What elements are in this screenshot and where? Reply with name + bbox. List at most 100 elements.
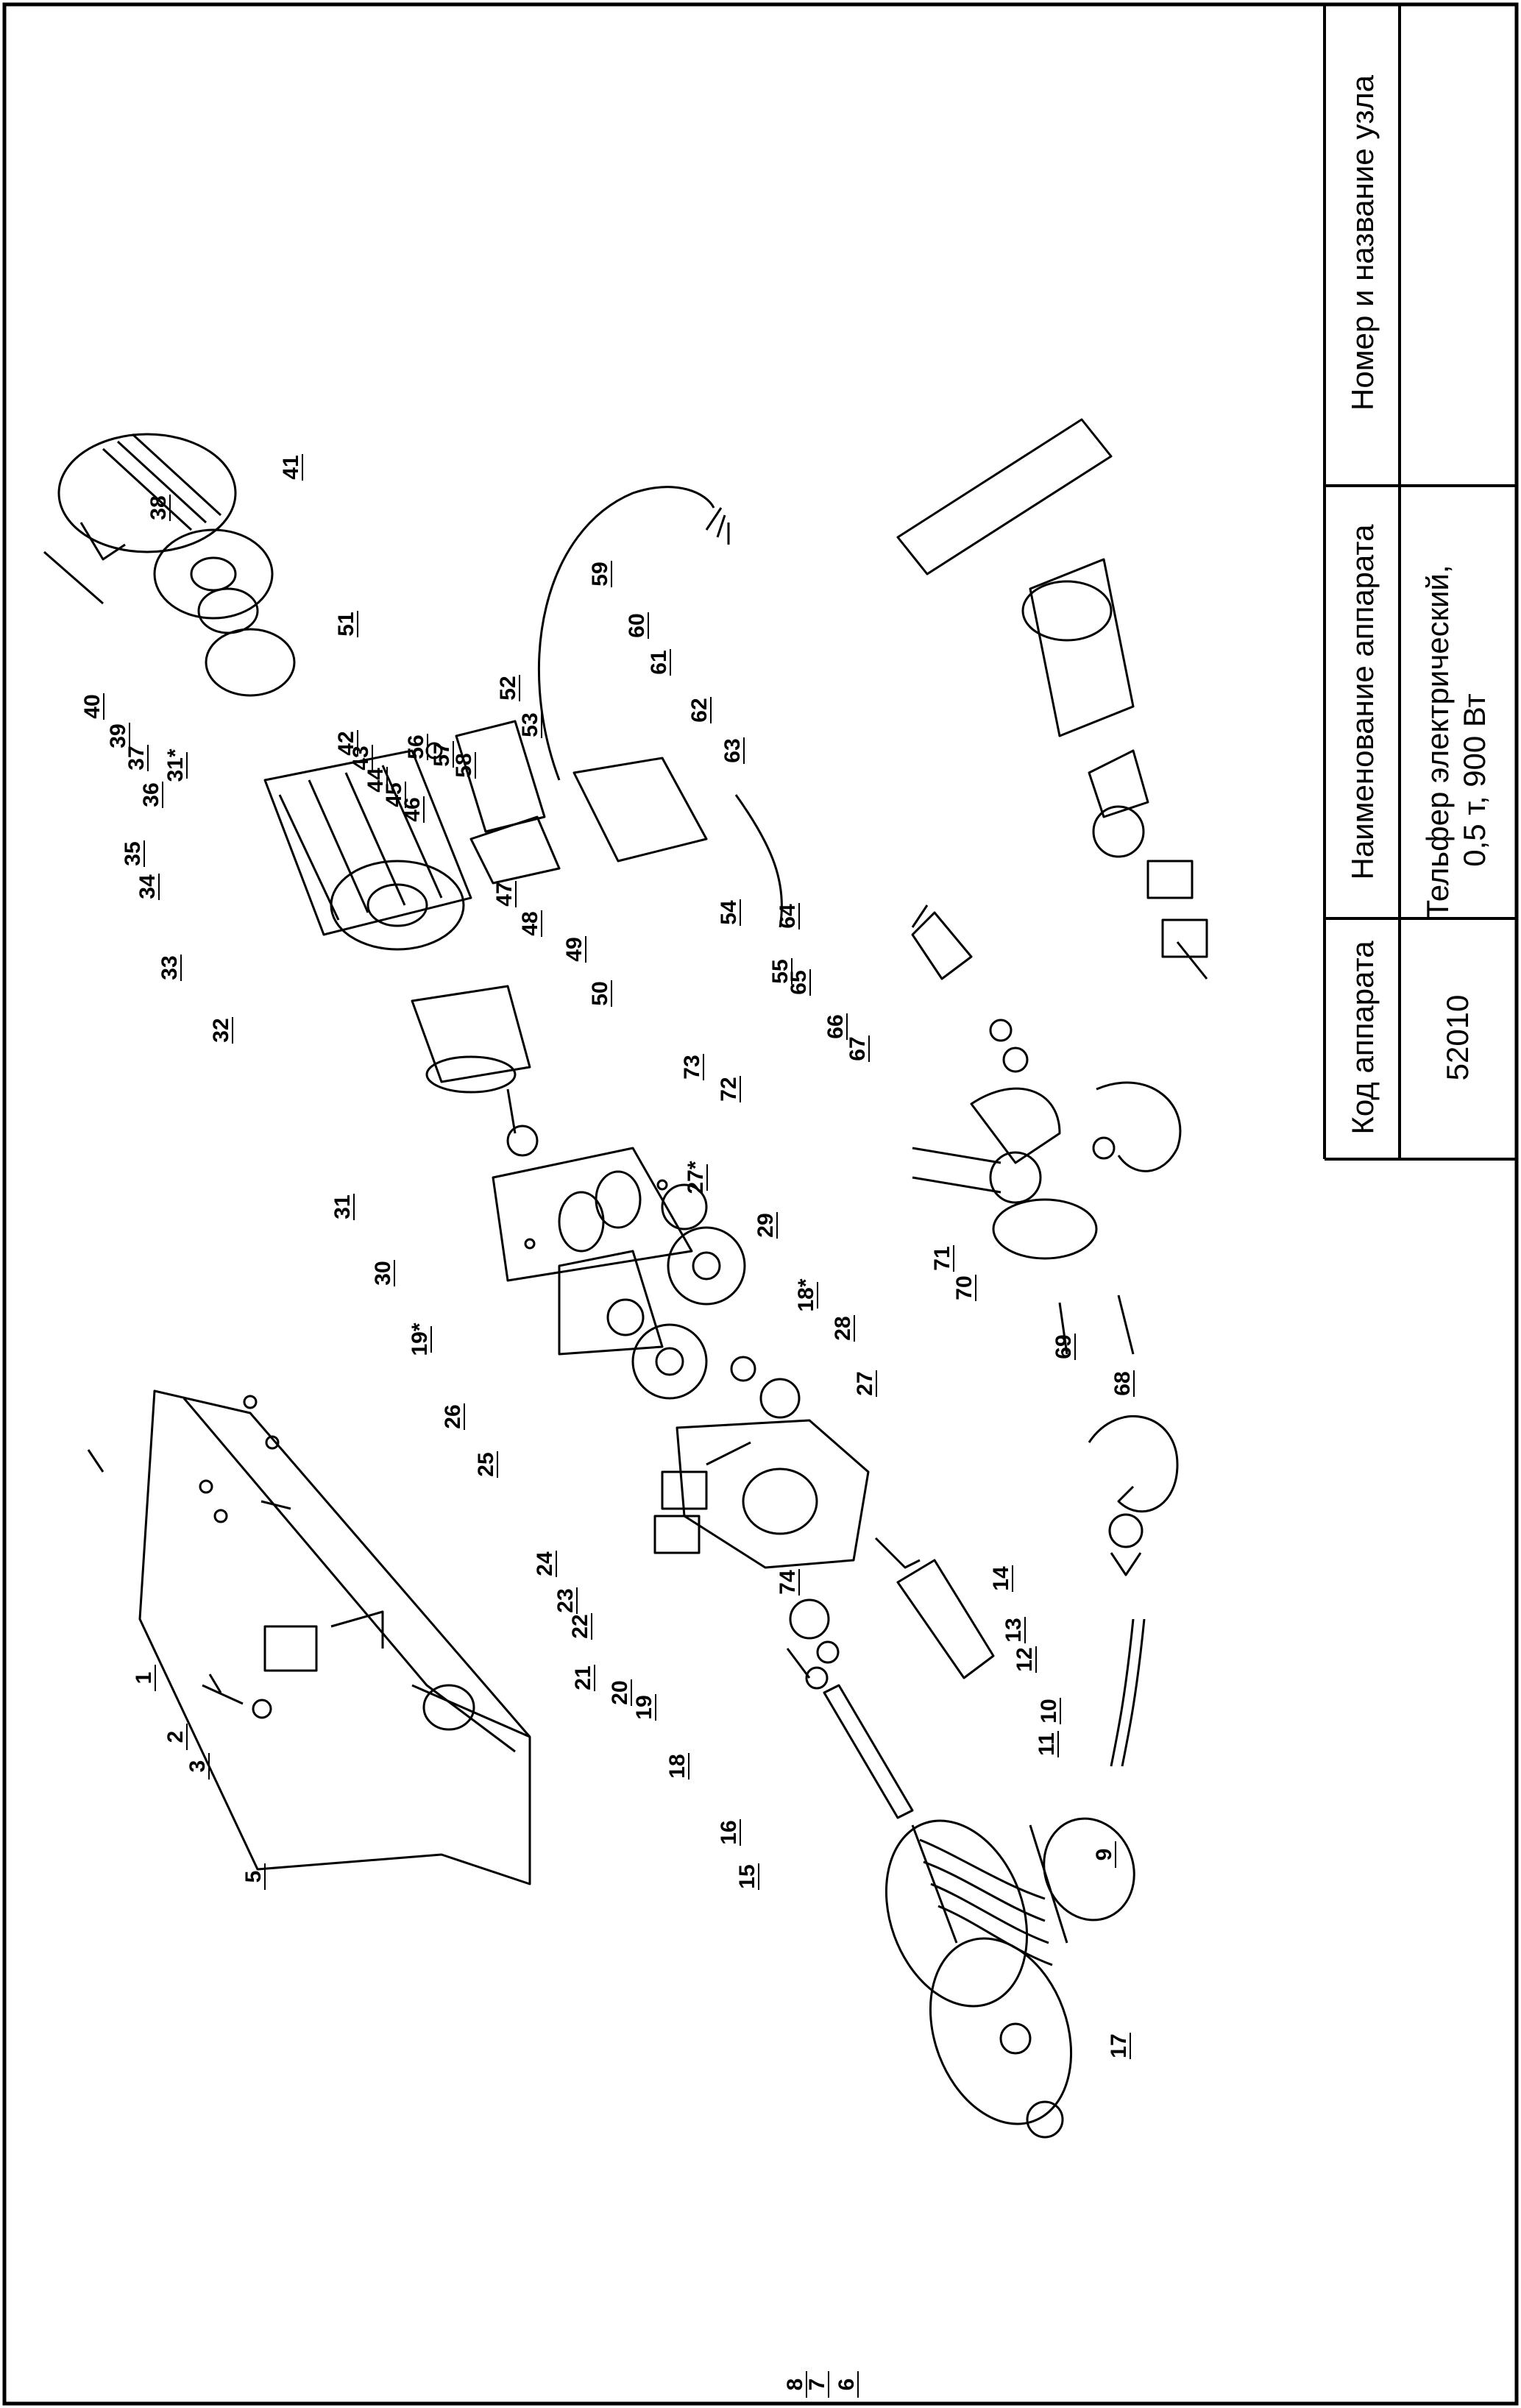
callout-41: 41 bbox=[279, 455, 303, 479]
terminal-box-drawing bbox=[425, 720, 708, 885]
callout-61: 61 bbox=[647, 650, 671, 674]
callout-14: 14 bbox=[989, 1566, 1013, 1591]
callout-15: 15 bbox=[735, 1864, 759, 1888]
callout-18-star: 18* bbox=[794, 1278, 818, 1311]
callout-39: 39 bbox=[106, 723, 130, 748]
callout-74: 74 bbox=[776, 1570, 800, 1595]
callout-63: 63 bbox=[720, 738, 745, 762]
callout-70: 70 bbox=[952, 1275, 976, 1300]
callout-56: 56 bbox=[404, 734, 428, 759]
callout-9: 9 bbox=[1092, 1849, 1116, 1861]
callout-18: 18 bbox=[665, 1754, 689, 1778]
shaft-drawing bbox=[786, 1648, 914, 1819]
hook-block-drawing bbox=[912, 1019, 1182, 1355]
callout-40: 40 bbox=[80, 694, 104, 718]
control-cable-drawing bbox=[537, 486, 783, 928]
callout-49: 49 bbox=[562, 937, 586, 961]
callout-5: 5 bbox=[241, 1871, 266, 1883]
callout-46: 46 bbox=[400, 797, 425, 821]
callout-67: 67 bbox=[845, 1036, 870, 1060]
callout-12: 12 bbox=[1013, 1647, 1037, 1671]
hook-13-drawing bbox=[1088, 1414, 1179, 1576]
callout-59: 59 bbox=[588, 562, 612, 586]
callout-48: 48 bbox=[518, 911, 542, 935]
gear-housing-drawing bbox=[653, 1419, 870, 1569]
callout-50: 50 bbox=[588, 981, 612, 1005]
callout-51: 51 bbox=[334, 612, 358, 636]
callout-31-star: 31* bbox=[163, 748, 188, 782]
callout-58: 58 bbox=[452, 753, 476, 777]
callout-53: 53 bbox=[518, 712, 542, 737]
callout-65: 65 bbox=[787, 970, 811, 994]
stator-drawing bbox=[263, 749, 472, 951]
callout-47: 47 bbox=[492, 882, 517, 906]
callout-54: 54 bbox=[717, 900, 741, 925]
callout-25: 25 bbox=[474, 1452, 498, 1476]
callout-8: 8 bbox=[783, 2379, 807, 2391]
callout-3: 3 bbox=[185, 1760, 210, 1773]
gears-drawing bbox=[606, 1183, 840, 1664]
callout-11: 11 bbox=[1035, 1732, 1059, 1756]
callout-17: 17 bbox=[1107, 2033, 1131, 2058]
exploded-view bbox=[43, 418, 1208, 2139]
callout-36: 36 bbox=[139, 782, 163, 807]
mounting-bracket-drawing bbox=[138, 1389, 531, 1885]
gearbox-plate-drawing bbox=[492, 1147, 693, 1356]
callout-19: 19 bbox=[632, 1695, 656, 1719]
callout-32: 32 bbox=[209, 1018, 233, 1042]
callout-35: 35 bbox=[121, 841, 145, 865]
callout-23: 23 bbox=[553, 1588, 578, 1612]
callout-29: 29 bbox=[754, 1213, 778, 1237]
callout-31: 31 bbox=[330, 1194, 355, 1219]
callout-33: 33 bbox=[157, 955, 182, 980]
callout-30: 30 bbox=[371, 1261, 395, 1285]
callout-71: 71 bbox=[930, 1246, 954, 1270]
callout-38: 38 bbox=[146, 495, 171, 520]
callout-68: 68 bbox=[1110, 1371, 1135, 1395]
callout-labels: 1235678910111213141516171818*1919*202122… bbox=[80, 454, 1135, 2398]
code-value: 52010 bbox=[1440, 995, 1475, 1081]
drum-drawing bbox=[884, 1819, 1073, 2139]
callout-57: 57 bbox=[430, 742, 454, 766]
name-value-line1: Тельфер электрический, bbox=[1420, 564, 1455, 918]
callout-45: 45 bbox=[382, 782, 406, 807]
callout-62: 62 bbox=[687, 698, 712, 722]
rotor-drawing bbox=[411, 985, 539, 1157]
callout-73: 73 bbox=[680, 1055, 704, 1079]
callout-72: 72 bbox=[717, 1077, 741, 1101]
callout-2: 2 bbox=[163, 1731, 188, 1743]
callout-37: 37 bbox=[124, 746, 149, 770]
limit-switch-drawing bbox=[874, 1537, 995, 1679]
callout-55: 55 bbox=[768, 959, 793, 983]
callout-52: 52 bbox=[496, 676, 520, 700]
callout-60: 60 bbox=[625, 613, 649, 637]
callout-7: 7 bbox=[805, 2379, 829, 2391]
unit-label: Номер и название узла bbox=[1345, 74, 1380, 411]
callout-28: 28 bbox=[831, 1316, 855, 1340]
pendant-drawing bbox=[896, 418, 1208, 980]
callout-19-star: 19* bbox=[408, 1322, 432, 1356]
callout-26: 26 bbox=[441, 1404, 465, 1428]
callout-34: 34 bbox=[135, 874, 160, 899]
callout-1: 1 bbox=[132, 1672, 156, 1685]
callout-69: 69 bbox=[1052, 1334, 1076, 1359]
bracket-bolt-drawing bbox=[202, 1674, 272, 1719]
cable-drawing bbox=[1043, 1618, 1146, 1922]
callout-27: 27 bbox=[853, 1371, 877, 1395]
fan-cover-drawing bbox=[43, 433, 296, 697]
callout-64: 64 bbox=[776, 904, 800, 929]
name-value-line2: 0,5 т, 900 Вт bbox=[1457, 693, 1492, 867]
callout-24: 24 bbox=[533, 1551, 557, 1576]
callout-42: 42 bbox=[334, 731, 358, 755]
callout-13: 13 bbox=[1001, 1618, 1026, 1642]
title-block: Код аппарата 52010 Наименование аппарата… bbox=[1323, 4, 1517, 1161]
callout-44: 44 bbox=[364, 768, 388, 793]
callout-16: 16 bbox=[717, 1820, 741, 1844]
callout-27-star: 27* bbox=[684, 1161, 708, 1194]
callout-43: 43 bbox=[349, 746, 373, 770]
callout-66: 66 bbox=[823, 1014, 848, 1038]
name-label: Наименование аппарата bbox=[1345, 524, 1380, 880]
code-label: Код аппарата bbox=[1345, 941, 1380, 1135]
